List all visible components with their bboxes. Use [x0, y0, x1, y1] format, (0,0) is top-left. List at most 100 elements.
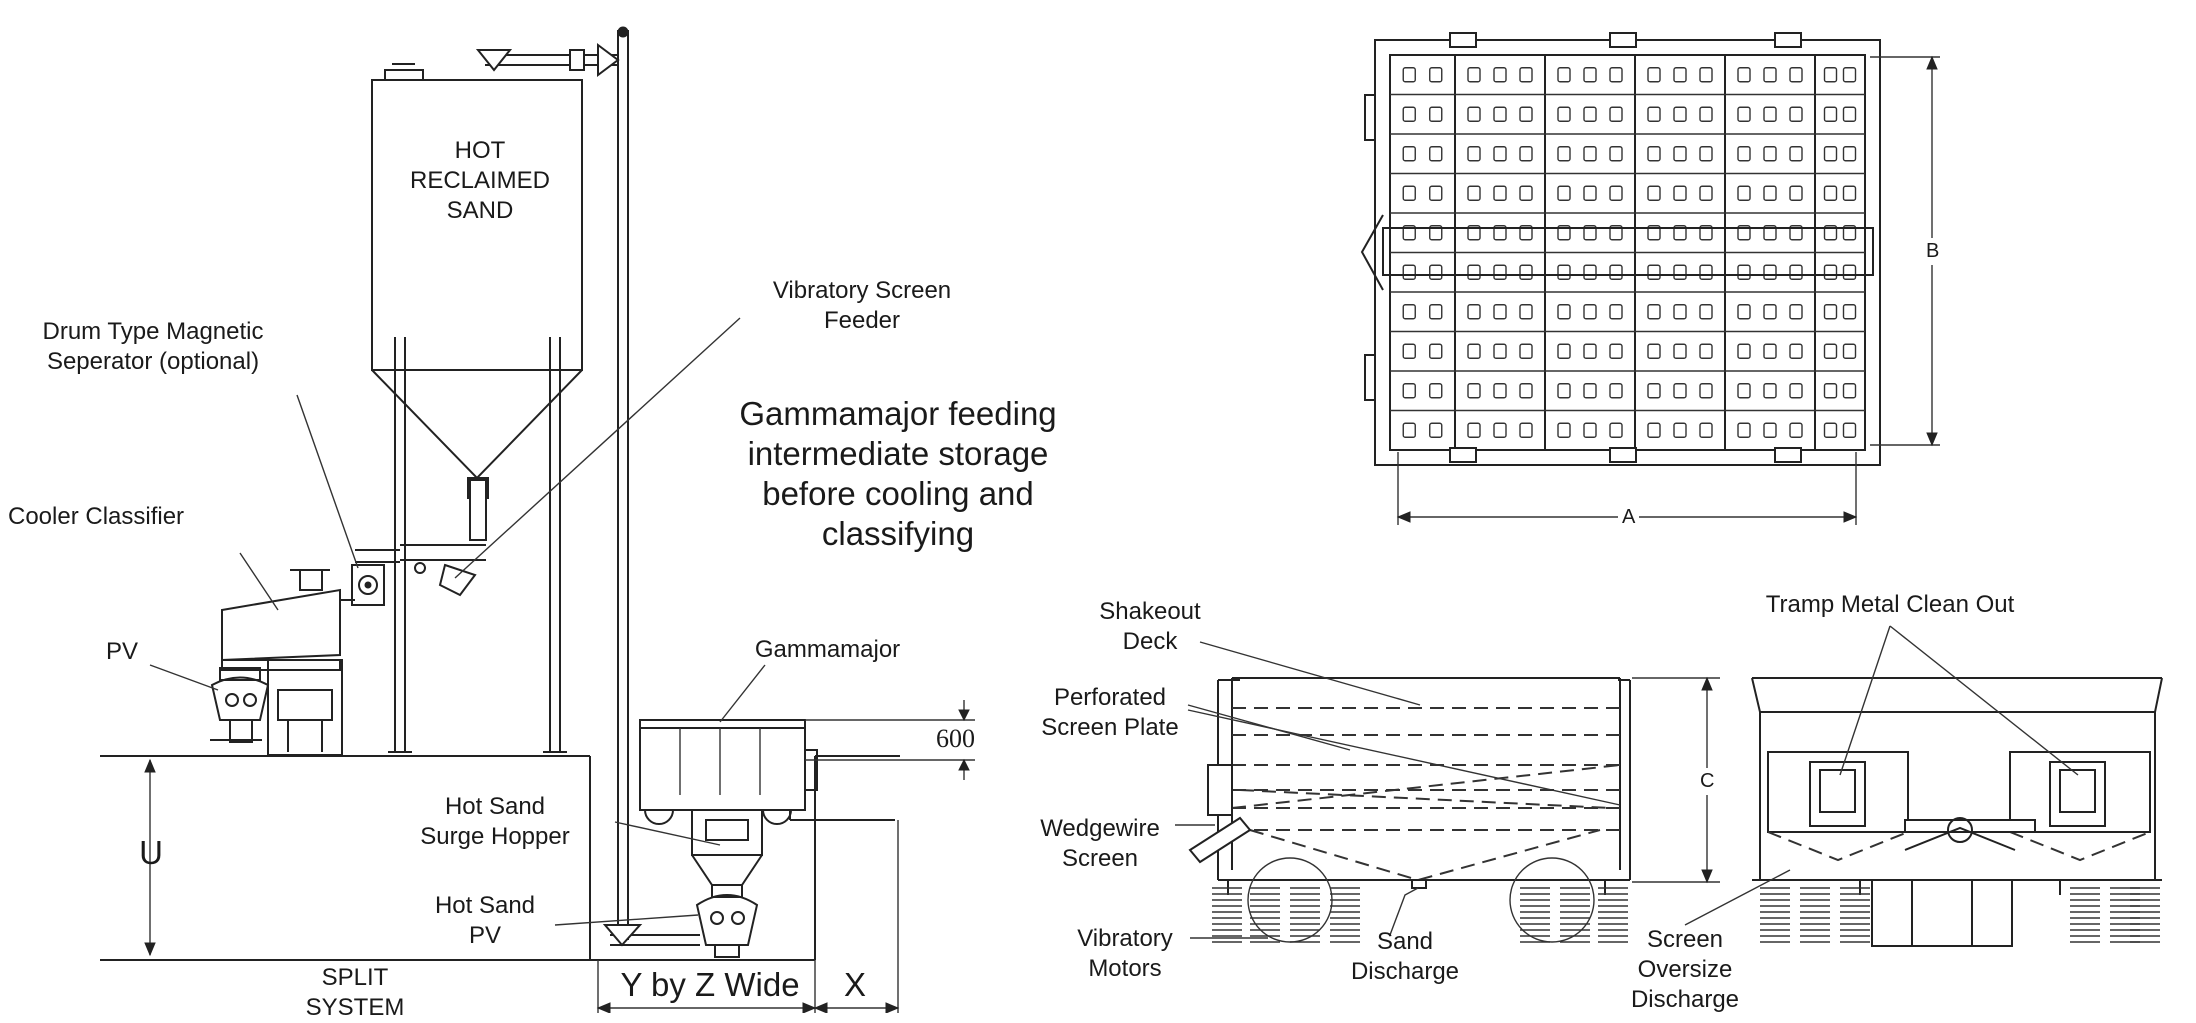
perforation-hole [1429, 383, 1443, 399]
label-hot-sand-pv: Hot Sand PV [434, 892, 536, 949]
dimension-lines [144, 700, 975, 1013]
perforation-hole [1493, 67, 1507, 83]
perforation-hole [1789, 225, 1803, 241]
perforation-hole [1493, 106, 1507, 122]
perforation-hole [1842, 185, 1857, 201]
perforation-hole [1583, 106, 1597, 122]
perforation-hole [1673, 383, 1687, 399]
perforation-hole [1699, 422, 1713, 438]
perforation-hole [1519, 106, 1533, 122]
perforation-hole [1583, 264, 1597, 280]
perforation-hole [1429, 343, 1443, 359]
perforation-hole [1493, 304, 1507, 320]
plan-view [1360, 32, 1940, 525]
perforation-hole [1609, 343, 1623, 359]
perforation-hole [1823, 106, 1838, 122]
perforation-hole [1429, 67, 1443, 83]
perforation-hole [1789, 67, 1803, 83]
perforation-hole [1823, 343, 1838, 359]
perforation-hole [1673, 422, 1687, 438]
diagram-caption: Gammamajor feeding intermediate storage … [739, 395, 1057, 552]
perforation-hole [1842, 264, 1857, 280]
perforation-hole [1519, 422, 1533, 438]
perforation-hole [1763, 383, 1777, 399]
hot-sand-pv [695, 894, 759, 958]
vibratory-screen-feeder [355, 479, 487, 597]
perforation-hole [1789, 383, 1803, 399]
perforation-hole [1699, 225, 1713, 241]
perforation-hole [1519, 343, 1533, 359]
perforation-hole [1402, 343, 1416, 359]
plan-mount-tab [1774, 32, 1802, 48]
perforation-hole [1583, 225, 1597, 241]
perforation-hole [1737, 343, 1751, 359]
perforation-hole [1583, 185, 1597, 201]
perforation-hole [1429, 185, 1443, 201]
perforation-hole [1557, 106, 1571, 122]
perforation-hole [1467, 67, 1481, 83]
perforation-hole [1429, 264, 1443, 280]
perforation-hole [1467, 264, 1481, 280]
perforation-hole [1673, 67, 1687, 83]
perforation-hole [1763, 146, 1777, 162]
perforation-hole [1402, 67, 1416, 83]
perforation-hole [1823, 304, 1838, 320]
perforation-hole [1647, 67, 1661, 83]
perforation-hole [1467, 225, 1481, 241]
perforation-hole [1823, 264, 1838, 280]
perforation-hole [1789, 304, 1803, 320]
perforation-hole [1737, 67, 1751, 83]
plan-mount-tab [1774, 447, 1802, 463]
perforation-hole [1519, 146, 1533, 162]
perforation-hole [1557, 343, 1571, 359]
perforation-hole [1789, 422, 1803, 438]
perforation-hole [1842, 304, 1857, 320]
perforation-hole [1609, 185, 1623, 201]
perforation-hole [1763, 422, 1777, 438]
label-cooler-classifier: Cooler Classifier [8, 503, 185, 530]
perforation-hole [1493, 264, 1507, 280]
perforation-hole [1557, 67, 1571, 83]
perforation-hole [1467, 185, 1481, 201]
perforation-hole [1429, 106, 1443, 122]
perforation-hole [1647, 304, 1661, 320]
dimension-b: B [1926, 238, 1940, 265]
elevator-pipe [475, 26, 700, 947]
perforation-hole [1789, 343, 1803, 359]
perforation-hole [1699, 264, 1713, 280]
perforation-hole [1429, 304, 1443, 320]
label-vibratory-motors: Vibratory Motors [1077, 925, 1173, 982]
perforation-hole [1763, 343, 1777, 359]
perforation-hole [1647, 225, 1661, 241]
perforation-hole [1467, 304, 1481, 320]
perforation-hole [1763, 304, 1777, 320]
perforation-hole [1647, 422, 1661, 438]
perforation-hole [1699, 343, 1713, 359]
perforation-hole [1519, 67, 1533, 83]
perforation-hole [1823, 422, 1838, 438]
perforation-hole [1557, 146, 1571, 162]
perforation-hole [1493, 185, 1507, 201]
label-split-system: SPLIT SYSTEM [305, 964, 405, 1021]
perforation-hole [1467, 343, 1481, 359]
perforation-hole [1673, 304, 1687, 320]
perforation-hole [1737, 185, 1751, 201]
perforation-hole [1402, 106, 1416, 122]
system-elevation [100, 26, 975, 1013]
plan-mount-tab [1609, 447, 1637, 463]
perforation-hole [1647, 264, 1661, 280]
label-shakeout-deck: Shakeout Deck [1099, 598, 1201, 655]
label-gammamajor: Gammamajor [754, 636, 901, 663]
perforation-hole [1557, 225, 1571, 241]
dimension-u: U [139, 834, 163, 871]
perforation-hole [1699, 67, 1713, 83]
perforation-hole [1609, 383, 1623, 399]
perforation-hole [1493, 422, 1507, 438]
perforation-hole [1429, 422, 1443, 438]
dimension-x: X [843, 966, 866, 1003]
perforation-hole [1493, 383, 1507, 399]
perforation-hole [1519, 185, 1533, 201]
perforation-hole [1789, 185, 1803, 201]
perforation-hole [1609, 225, 1623, 241]
